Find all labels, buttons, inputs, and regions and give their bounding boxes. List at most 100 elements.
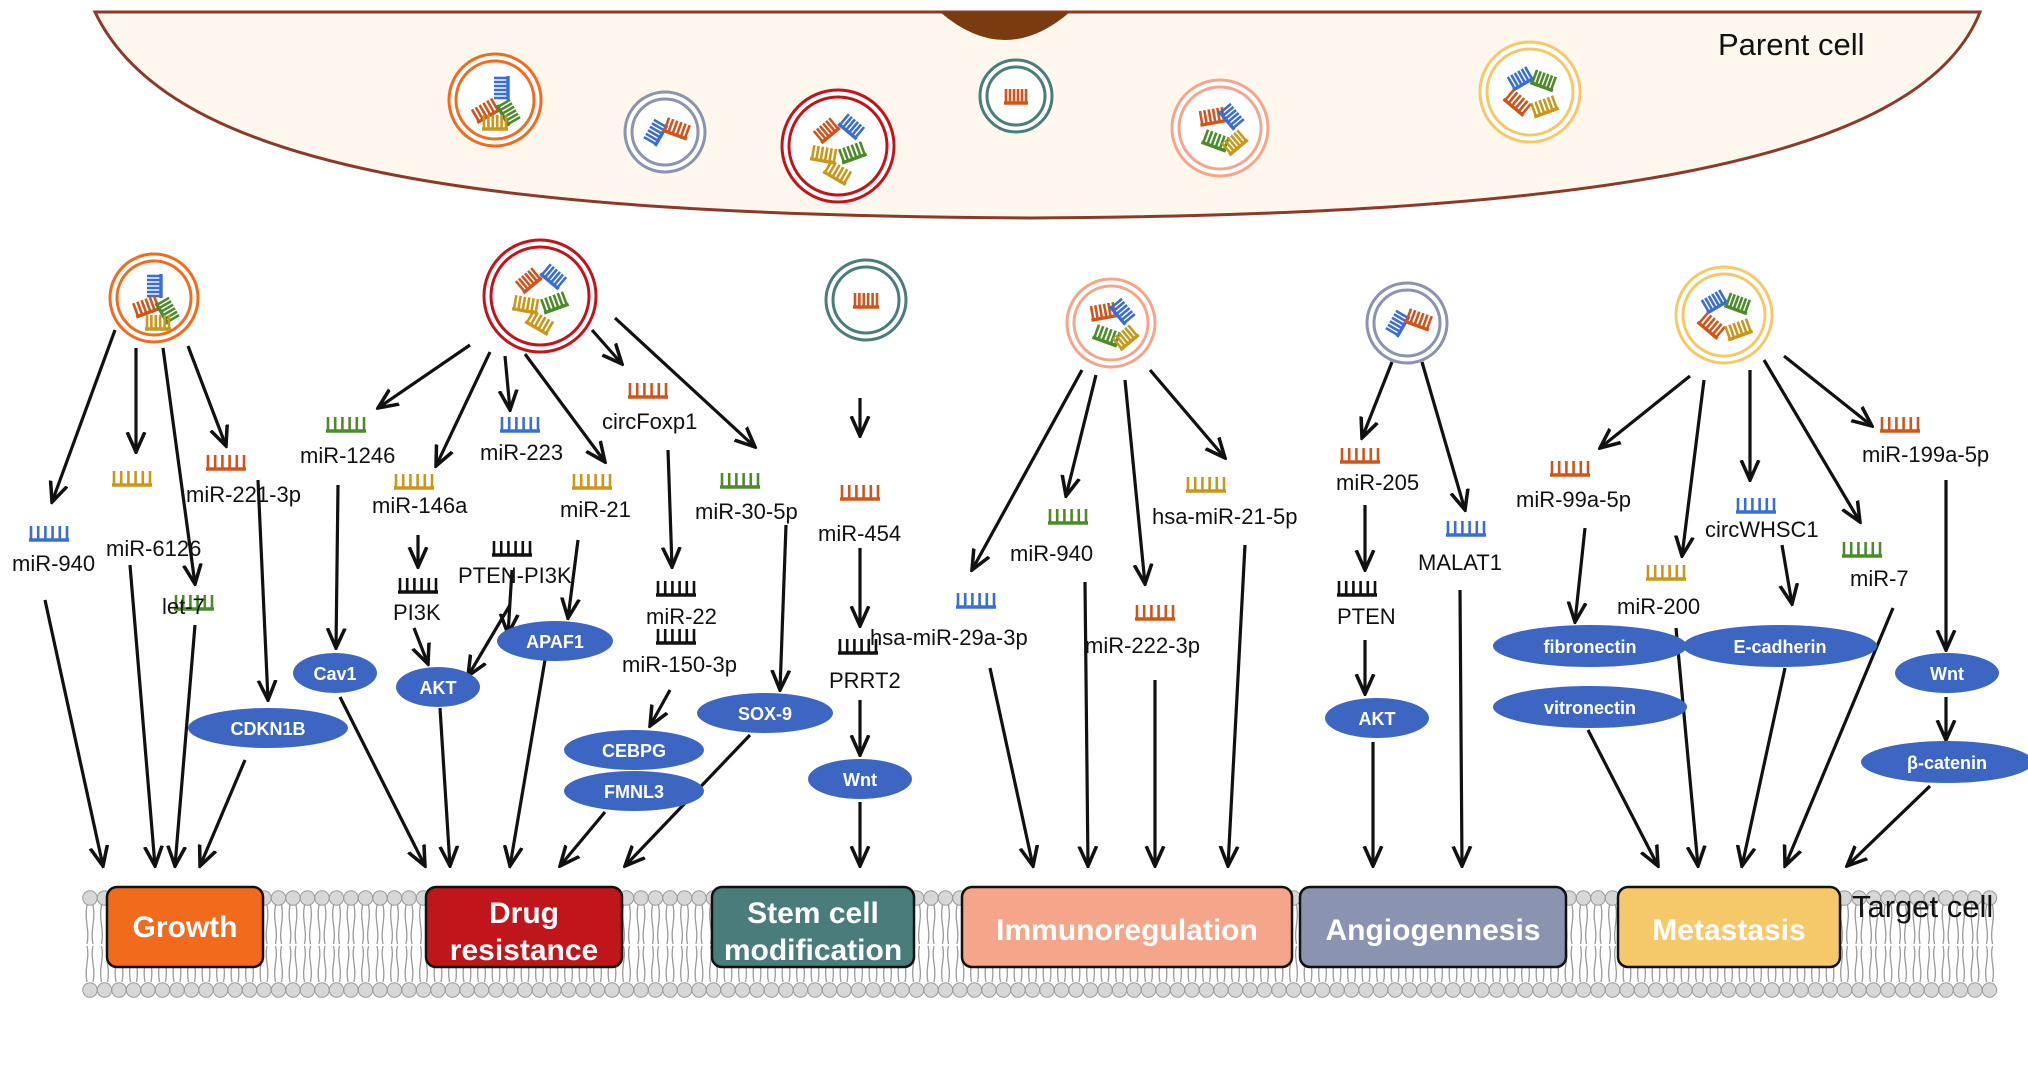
arrow-icon [988,667,1033,866]
exosome-slate-parent [623,90,707,174]
svg-text:APAF1: APAF1 [526,632,584,652]
arrow-icon [508,569,512,634]
arrow-icon [200,759,247,866]
label-mir222-3p: miR-222-3p [1085,633,1200,658]
rna-comb-icon [720,473,760,489]
rna-comb-icon [1723,292,1752,316]
label-mir205: miR-205 [1336,470,1419,495]
rna-comb-icon [1550,461,1590,477]
rna-comb-icon [326,417,366,433]
svg-text:modification: modification [724,934,902,967]
exosome-angio [1365,281,1449,365]
svg-text:Angiogennesis: Angiogennesis [1325,914,1540,947]
svg-text:Wnt: Wnt [843,770,877,790]
exosome-gold-parent [1478,40,1582,144]
rna-comb-icon [853,293,879,309]
rna-comb-icon [956,593,996,609]
label-mir940-growth: miR-940 [12,551,95,576]
arrow-icon [1782,544,1792,604]
label-mir30-5p: miR-30-5p [695,499,798,524]
rna-comb-icon [470,97,501,125]
exosome-teal-parent [978,58,1054,134]
rna-comb-icon [492,541,532,557]
rna-comb-icon [514,267,543,295]
rna-comb-icon [29,526,69,542]
svg-text:AKT: AKT [1359,709,1396,729]
arrow-icon [468,604,512,676]
rna-comb-icon [840,485,880,501]
rna-comb-icon [1048,509,1088,525]
arrow-icon [650,689,672,726]
oval-cebpg: CEBPG [564,730,704,770]
exosome-salmon-parent [1170,78,1270,178]
rna-comb-icon [1529,69,1558,93]
svg-text:AKT: AKT [420,678,457,698]
arrow-icon [438,707,450,866]
rna-comb-icon [572,474,612,490]
arrow-icon [175,624,197,866]
rna-comb-icon [482,115,508,131]
rna-comb-icon [1004,89,1028,105]
svg-text:Stem cell: Stem cell [747,897,879,930]
box-angiogenesis: Angiogennesis [1298,885,1568,969]
parent-cell-label: Parent cell [1718,27,1864,62]
rna-comb-icon [837,113,866,141]
arrow-icon [523,353,605,462]
arrow-icon [1362,361,1394,438]
label-circwhsc1: circWHSC1 [1705,517,1819,542]
box-metastasis: Metastasis [1616,885,1842,969]
rna-comb-icon [661,117,691,141]
svg-text:Growth: Growth [133,911,238,944]
arrow-icon [510,659,547,866]
rna-comb-icon [1506,66,1535,92]
rna-comb-icon [1696,311,1726,341]
arrow-icon [1783,354,1872,426]
svg-text:CDKN1B: CDKN1B [230,719,305,739]
arrow-icon [1228,544,1247,866]
label-let7: let-7 [162,594,205,619]
arrow-icon [436,351,492,466]
label-pten: PTEN [1337,604,1396,629]
oval-cdkn1b: CDKN1B [188,708,348,748]
oval-fmnl3: FMNL3 [564,771,704,811]
rna-comb-icon [1186,477,1226,493]
rna-comb-icon [540,291,570,315]
rna-comb-icon [1446,521,1486,537]
oval-wnt-stem: Wnt [808,759,912,799]
arrow-icon [1085,581,1088,866]
rna-comb-icon [132,295,162,319]
rna-icons [29,383,1920,655]
rna-comb-icon [112,471,152,487]
rna-comb-icon [1220,129,1249,157]
rna-comb-icon [1502,88,1532,118]
oval-apaf1: APAF1 [497,621,613,661]
arrow-icon [1762,359,1860,522]
nucleus [940,12,1070,40]
arrow-icon [186,345,226,446]
label-mir454: miR-454 [818,521,901,546]
rna-comb-icon [1530,95,1560,119]
arrow-icon [43,599,103,866]
label-mir1246: miR-1246 [300,443,395,468]
exosome-red-parent [780,88,896,204]
arrow-icon [338,696,425,866]
rna-comb-icon [206,455,246,471]
rna-comb-icon [1724,318,1754,342]
exosome-drug [482,238,598,354]
rna-comb-icon [838,639,878,655]
rna-comb-icon [1880,417,1920,433]
arrow-icon [560,810,607,866]
label-mir223: miR-223 [480,440,563,465]
rna-comb-icon [1337,581,1377,597]
exosome-growth [108,252,200,344]
rna-comb-icon [1111,324,1140,352]
rna-comb-icon [838,141,868,165]
outcome-boxes: Growth Drug resistance Stem cell modific… [105,885,1993,969]
arrow-icon [161,347,195,584]
label-mir146a: miR-146a [372,493,468,518]
svg-text:Drug: Drug [489,897,559,930]
label-mir21: miR-21 [560,497,631,522]
label-hsa-mir21-5p: hsa-miR-21-5p [1152,504,1298,529]
label-prrt2: PRRT2 [829,668,901,693]
rna-comb-icon [656,581,696,597]
